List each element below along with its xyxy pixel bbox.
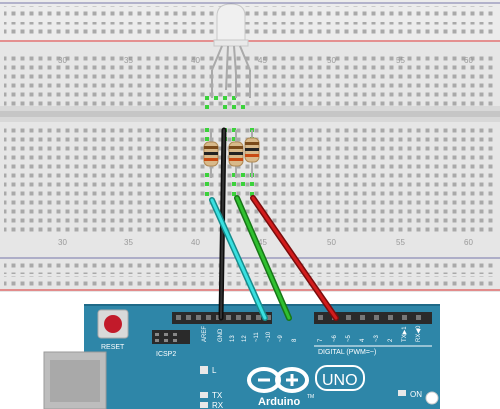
led-l-indicator: [200, 366, 208, 374]
resistor-2[interactable]: [228, 130, 244, 178]
arduino-brand: Arduino: [258, 396, 300, 408]
pin-label: ~10: [266, 331, 272, 342]
reset-label: RESET: [101, 344, 125, 351]
rgb-led[interactable]: [211, 3, 251, 98]
pin-label: ~11: [254, 332, 260, 342]
col-num-bottom: 50: [327, 238, 336, 247]
col-num-bottom: 35: [124, 238, 133, 247]
on-label: ON: [410, 390, 422, 399]
blue-wire[interactable]: [209, 197, 268, 321]
red-wire[interactable]: [250, 195, 339, 321]
mounting-hole: [425, 391, 439, 405]
rx-label: RX: [212, 401, 224, 409]
pin-label: 12: [242, 335, 248, 342]
col-num-bottom: 45: [258, 238, 267, 247]
tx-label: TX: [212, 391, 223, 400]
green-wire[interactable]: [234, 195, 292, 321]
col-num-bottom: 30: [58, 238, 67, 247]
pin-label: ~6: [332, 334, 338, 342]
pin-label: RX◀0: [416, 325, 422, 342]
pin-label: 4: [360, 338, 366, 342]
col-num-top: 45: [258, 56, 267, 65]
icsp-label: ICSP2: [156, 351, 176, 358]
power-rail-top-2[interactable]: [4, 22, 494, 34]
resistor-3[interactable]: [244, 130, 260, 178]
col-num-bottom: 55: [396, 238, 405, 247]
pin-label: ~9: [278, 334, 284, 342]
pin-label: 7: [318, 338, 324, 342]
digital-label: DIGITAL (PWM=~): [318, 349, 376, 356]
col-num-top: 30: [58, 56, 67, 65]
col-num-top: 35: [124, 56, 133, 65]
pin-label: TX▶1: [402, 326, 408, 342]
power-rail-bottom-1[interactable]: [4, 262, 494, 274]
icsp-header: [152, 330, 190, 344]
pin-label: 13: [230, 335, 236, 342]
pin-label: 2: [388, 338, 394, 342]
pin-label: AREF: [202, 326, 208, 342]
arduino-board: RESET ICSP2 AREF GND 13 12 ~11 ~10 ~9 8 …: [43, 304, 440, 409]
col-num-bottom: 40: [191, 238, 200, 247]
on-led-indicator: [398, 390, 406, 396]
uno-badge: [315, 365, 365, 391]
col-num-bottom: 60: [464, 238, 473, 247]
col-num-top: 60: [464, 56, 473, 65]
pin-label: ~3: [374, 334, 380, 342]
col-num-top: 40: [191, 56, 200, 65]
led-rx-indicator: [200, 402, 208, 408]
col-num-top: 55: [396, 56, 405, 65]
resistor-1[interactable]: [203, 130, 219, 178]
led-tx-indicator: [200, 392, 208, 398]
pin-label: 8: [292, 338, 298, 342]
reset-button[interactable]: [97, 309, 129, 339]
arduino-logo-icon: [247, 367, 309, 393]
led-l-label: L: [212, 366, 217, 375]
pin-label: ~5: [346, 334, 352, 342]
pin-label: GND: [218, 328, 224, 342]
tm-mark: TM: [307, 394, 314, 400]
power-rail-top-1[interactable]: [4, 6, 494, 18]
col-num-top: 50: [327, 56, 336, 65]
uno-label: UNO: [322, 372, 358, 389]
